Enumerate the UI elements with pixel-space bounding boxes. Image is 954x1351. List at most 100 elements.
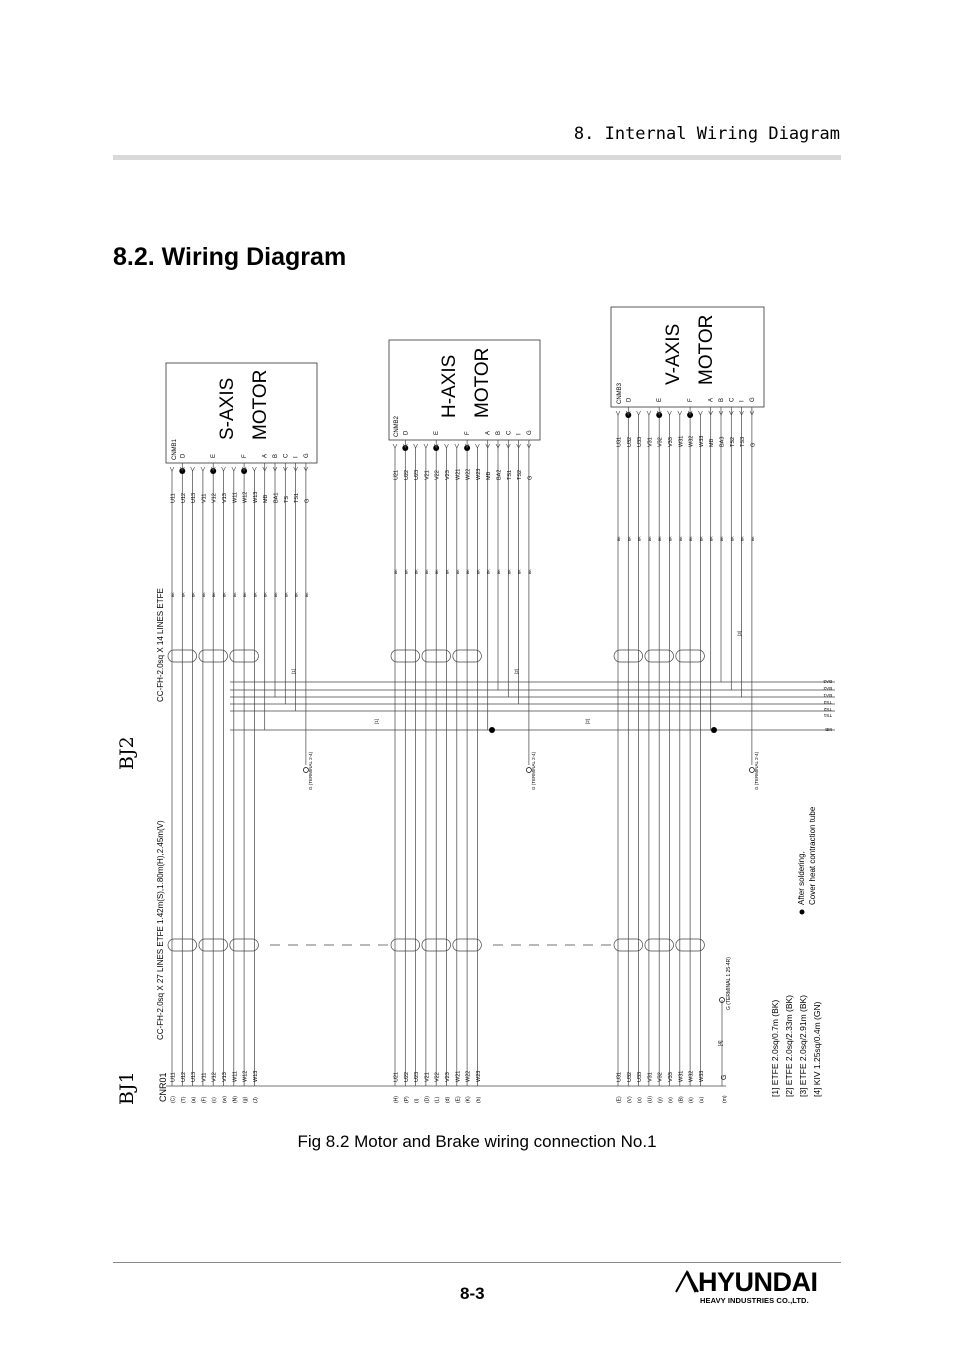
motor-pin-label: A bbox=[263, 454, 269, 458]
pin-arrow bbox=[180, 466, 185, 472]
wire-label: TS bbox=[284, 496, 290, 503]
bottom-pin-label: (a) bbox=[191, 1097, 197, 1103]
bottom-wire-label: V23 bbox=[445, 1072, 451, 1082]
motor-pin-label: A bbox=[709, 398, 715, 402]
bottom-pin-label: (y) bbox=[658, 1097, 664, 1103]
tag-2b: [2] bbox=[585, 719, 590, 724]
footer-divider bbox=[113, 1262, 841, 1263]
bottom-wire-label: W13 bbox=[253, 1071, 259, 1082]
pin-arrow bbox=[516, 443, 521, 449]
pin-arrow bbox=[739, 410, 744, 416]
pin-arrow bbox=[656, 410, 662, 416]
bottom-wire-label: W22 bbox=[466, 1071, 472, 1082]
bottom-wire-label: W31 bbox=[678, 1071, 684, 1082]
ground-terminal-icon bbox=[526, 767, 532, 773]
bottom-pin-label: (J) bbox=[253, 1097, 259, 1103]
motor-pin-label: I bbox=[740, 400, 746, 402]
v-axis-motor-box bbox=[610, 306, 765, 408]
bottom-wire-label: V21 bbox=[424, 1072, 430, 1082]
cable-label-top: CC-FH-2.0sq X 14 LINES ETFE bbox=[156, 588, 165, 702]
terminal-label-v: G (TERMINAL 2-4) bbox=[754, 751, 759, 790]
pin-arrow bbox=[423, 443, 429, 449]
bottom-pin-label: (k) bbox=[689, 1097, 695, 1103]
pin-arrow bbox=[293, 466, 298, 472]
bottom-pin-label: (D) bbox=[424, 1096, 430, 1103]
bottom-wire-label: V12 bbox=[212, 1072, 218, 1082]
cable-bundle bbox=[421, 649, 451, 663]
wire-color-tag: BK bbox=[699, 536, 703, 541]
mb-junction-dot bbox=[711, 727, 717, 733]
wire-color-tag: BK bbox=[741, 536, 745, 541]
pin-arrow bbox=[718, 410, 724, 416]
bottom-wire-label: U11 bbox=[171, 1072, 177, 1082]
cable-bundle bbox=[390, 938, 420, 952]
wire-label: TS1 bbox=[294, 493, 300, 503]
wire-label: MB bbox=[709, 438, 715, 447]
motor-connector-cnmb2: CNMB2 bbox=[394, 415, 400, 437]
cable-bundle bbox=[421, 938, 451, 952]
note-cover: Cover heat contraction tube bbox=[808, 806, 817, 905]
wire-color-tag: BK bbox=[394, 569, 398, 574]
wire-label: W33 bbox=[699, 436, 705, 447]
bottom-wire-label: W33 bbox=[699, 1071, 705, 1082]
wire-label: U32 bbox=[627, 437, 633, 447]
motor-pin-label: I bbox=[517, 433, 523, 435]
wire-color-tag: BK bbox=[284, 592, 288, 597]
section-title: 8.2. Wiring Diagram bbox=[113, 243, 347, 271]
bottom-pin-label: (u) bbox=[699, 1097, 705, 1103]
motor-pin-label: E bbox=[434, 431, 440, 435]
pin-arrow bbox=[241, 466, 247, 472]
bottom-wire-label: W23 bbox=[476, 1071, 482, 1082]
wire-color-tag: BK bbox=[223, 592, 227, 597]
cable-bundle bbox=[229, 938, 259, 952]
cable-label-bottom: CC-FH-2.0sq X 27 LINES ETFE 1.42m(S),1.8… bbox=[156, 820, 165, 1040]
page-number: 8-3 bbox=[460, 1284, 485, 1303]
bottom-pin-label: (K) bbox=[466, 1096, 472, 1103]
cable-bundle bbox=[644, 649, 674, 663]
cable-bundle bbox=[167, 649, 197, 663]
pin-arrow bbox=[433, 443, 439, 449]
wire-label: U12 bbox=[181, 493, 187, 503]
bus-label: TS1 bbox=[823, 713, 832, 718]
motor-pin-label: G bbox=[527, 430, 533, 435]
bottom-wire-label: U23 bbox=[414, 1072, 420, 1082]
wire-label: W21 bbox=[455, 469, 461, 480]
wire-color-tag: BK bbox=[202, 592, 206, 597]
pin-arrow bbox=[485, 443, 490, 449]
wire-color-tag: BK bbox=[243, 592, 247, 597]
pin-arrow bbox=[413, 443, 418, 449]
bottom-pin-label: (F) bbox=[201, 1096, 207, 1103]
bottom-pin-label: (V) bbox=[627, 1096, 633, 1103]
bottom-wire-label: U31 bbox=[617, 1072, 623, 1082]
wire-color-tag: BK bbox=[710, 536, 714, 541]
bottom-wire-label: W32 bbox=[689, 1071, 695, 1082]
bottom-pin-label: (E) bbox=[617, 1096, 623, 1103]
wire-label: MB bbox=[263, 494, 269, 503]
bottom-wire-label: V32 bbox=[658, 1072, 664, 1082]
wire-label: W23 bbox=[476, 469, 482, 480]
wire-label: V32 bbox=[658, 437, 664, 447]
pin-arrow bbox=[221, 466, 226, 472]
h-axis-motor-label: MOTOR bbox=[472, 348, 493, 418]
pin-arrow bbox=[626, 410, 631, 416]
wire-label: TS2 bbox=[517, 470, 523, 480]
wire-label: U22 bbox=[404, 470, 410, 480]
pin-arrow bbox=[677, 410, 683, 416]
cable-bundle bbox=[452, 938, 482, 952]
wire-label: U21 bbox=[394, 470, 400, 480]
wire-color-tag: BK bbox=[446, 569, 450, 574]
bottom-wire-label: U22 bbox=[404, 1072, 410, 1082]
motor-pin-label: D bbox=[180, 453, 186, 458]
wire-color-tag: BK bbox=[476, 569, 480, 574]
pin-arrow bbox=[464, 443, 470, 449]
wire-color-tag: BK bbox=[669, 536, 673, 541]
v-axis-label: V-AXIS bbox=[663, 324, 684, 385]
cable-bundle bbox=[198, 649, 228, 663]
wire-color-tag: BK bbox=[212, 592, 216, 597]
pin-arrow bbox=[190, 466, 195, 472]
ground-terminal-icon bbox=[303, 767, 309, 773]
bj2-label: BJ2 bbox=[116, 736, 138, 770]
pin-arrow bbox=[475, 443, 480, 449]
wire-label: G bbox=[527, 476, 533, 480]
bus-label: MB bbox=[825, 727, 832, 732]
